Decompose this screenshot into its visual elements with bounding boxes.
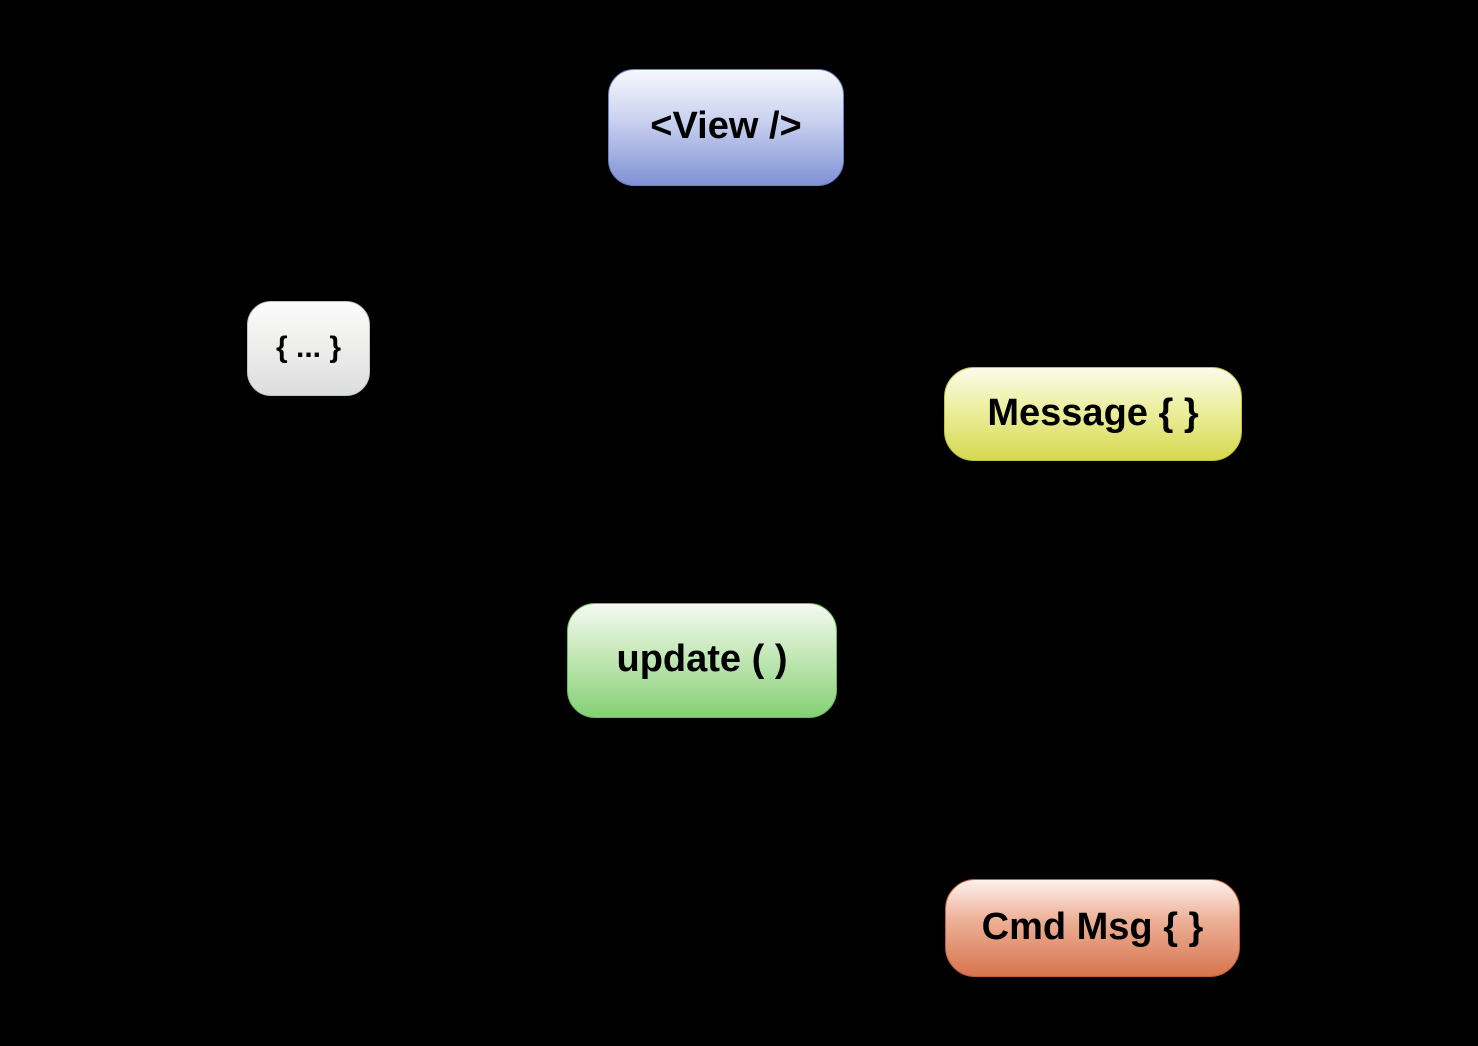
update-node-label: update ( ) xyxy=(616,638,788,680)
update-node: update ( ) xyxy=(567,603,837,718)
view-node: <View /> xyxy=(608,69,844,186)
model-node-label: { ... } xyxy=(275,330,342,364)
message-node: Message { } xyxy=(944,367,1242,461)
message-node-label: Message { } xyxy=(987,391,1199,434)
cmd-node-label: Cmd Msg { } xyxy=(981,905,1204,948)
cmd-node: Cmd Msg { } xyxy=(945,879,1240,977)
model-node: { ... } xyxy=(247,301,370,396)
view-node-label: <View /> xyxy=(650,105,802,147)
